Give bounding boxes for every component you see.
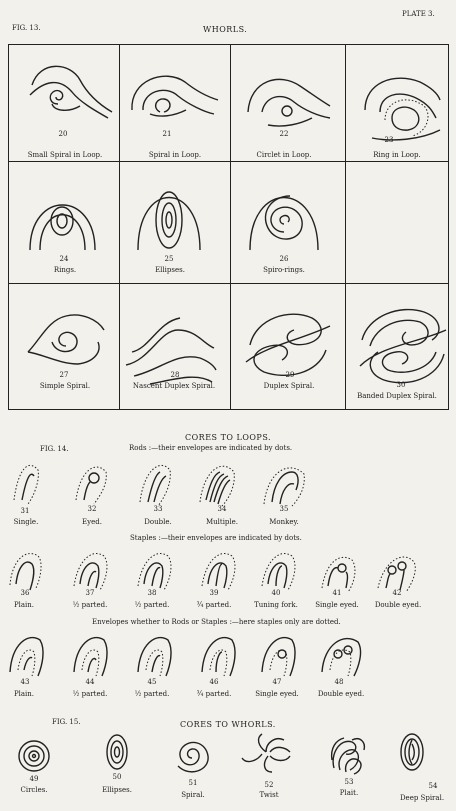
whorl-core-caption: Spiral.: [165, 791, 221, 799]
whorl-core-number: 51: [178, 779, 208, 787]
whorl-core-number: 54: [418, 782, 448, 790]
whorl-core-caption: Circles.: [6, 786, 62, 794]
core-49-drawing: [19, 741, 49, 771]
whorl-core-number: 52: [254, 781, 284, 789]
whorl-core-number: 50: [102, 773, 132, 781]
whorl-core-caption: Plait.: [321, 789, 377, 797]
core-53-drawing: [332, 738, 365, 774]
whorl-core-caption: Deep Spiral.: [390, 794, 454, 802]
core-51-drawing: [178, 742, 208, 771]
whorl-core-number: 49: [19, 775, 49, 783]
whorl-core-caption: Ellipses.: [89, 786, 145, 794]
core-52-drawing: [242, 734, 290, 772]
core-54-drawing: [401, 734, 423, 770]
whorl-core-number: 53: [334, 778, 364, 786]
core-50-drawing: [107, 735, 127, 769]
whorl-core-caption: Twist: [241, 791, 297, 799]
